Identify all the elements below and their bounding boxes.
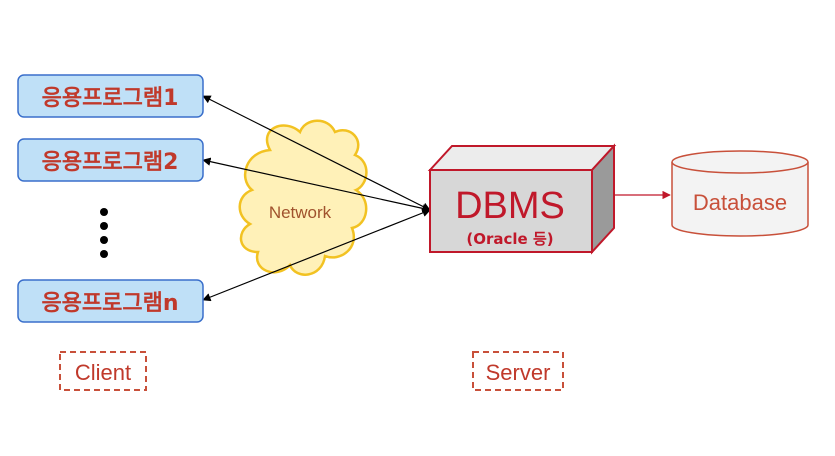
- client-group-label: Client: [59, 351, 147, 391]
- server-group-label: Server: [472, 351, 564, 391]
- arrow-dbms-app2: [202, 157, 431, 213]
- dbms-label: DBMS: [455, 185, 565, 227]
- network-cloud: Network: [238, 119, 368, 276]
- app-box-2: 응용프로그램2: [17, 138, 204, 182]
- dbms-front-face: [429, 169, 593, 253]
- dbms-top-face: [427, 145, 617, 171]
- arrow-dbms-appn: [202, 208, 431, 302]
- network-label: Network: [269, 203, 332, 222]
- app-label-2: 응용프로그램2: [42, 150, 179, 175]
- database-label: Database: [693, 190, 787, 215]
- connection-arrows: [202, 95, 431, 302]
- dbms-box: DBMS (Oracle 등): [427, 143, 617, 255]
- app-label-n: 응용프로그램n: [41, 291, 178, 316]
- server-label: Server: [486, 360, 551, 385]
- client-label: Client: [75, 360, 131, 385]
- dbms-sublabel: (Oracle 등): [466, 230, 553, 248]
- cloud-shape: [238, 119, 368, 276]
- app-label-1: 응용프로그램1: [42, 86, 179, 111]
- app-box-n: 응용프로그램n: [17, 279, 204, 323]
- app-box-1: 응용프로그램1: [17, 74, 204, 118]
- database-cylinder-icon: Database: [671, 150, 809, 237]
- ellipsis-dots-icon: [100, 208, 108, 258]
